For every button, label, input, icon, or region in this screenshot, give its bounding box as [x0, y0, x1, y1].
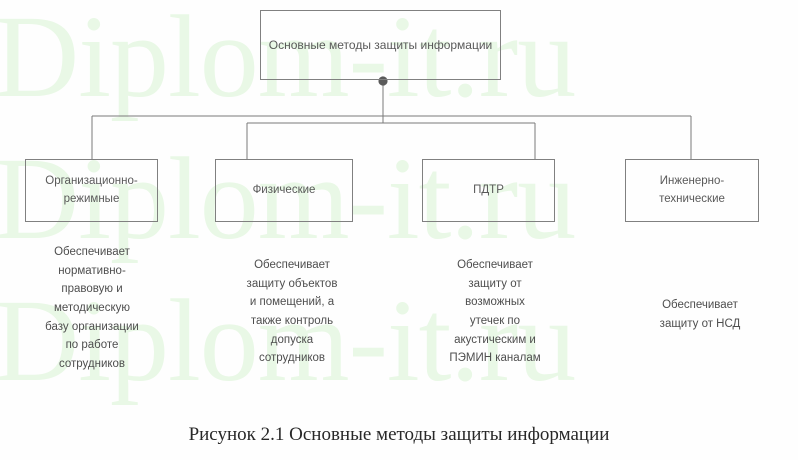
node-root-label: Основные методы защиты информации [268, 38, 493, 52]
node-organizational-regime[interactable]: Организационно- режимные [25, 159, 158, 222]
node-label: Инженерно- технические [659, 175, 725, 205]
node-description-pdtr: Обеспечивает защиту от возможных утечек … [449, 259, 541, 365]
figure-caption: Рисунок 2.1 Основные методы защиты инфор… [188, 424, 610, 445]
node-engineering-technical[interactable]: Инженерно- технические [625, 159, 759, 222]
node-description-physical: Обеспечивает защиту объектов и помещений… [246, 259, 338, 365]
node-root[interactable]: Основные методы защиты информации [260, 10, 501, 80]
node-physical[interactable]: Физические [215, 159, 353, 222]
node-label: Физические [252, 183, 316, 196]
node-pdtr[interactable]: ПДТР [422, 159, 555, 222]
node-label: ПДТР [473, 183, 504, 196]
node-description-organizational-regime: Обеспечивает нормативно- правовую и мето… [45, 246, 139, 370]
node-label: Организационно- режимные [45, 175, 138, 205]
node-description-engineering-technical: Обеспечивает защиту от НСД [659, 299, 741, 330]
